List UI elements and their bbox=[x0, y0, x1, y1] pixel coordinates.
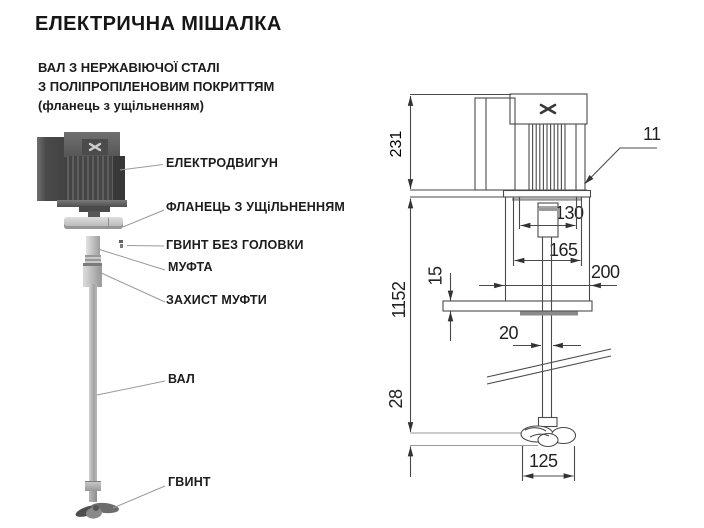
dim-shaft-diameter: 20 bbox=[499, 323, 519, 343]
photo-motor-base bbox=[57, 200, 127, 207]
photo-motor-fins bbox=[67, 156, 114, 201]
drawing-flange bbox=[502, 189, 592, 201]
drawing-motor bbox=[474, 93, 588, 191]
drawing-break-lines bbox=[486, 348, 612, 385]
photo-propeller-collar bbox=[85, 481, 101, 491]
dim-propeller-diameter: 125 bbox=[529, 451, 558, 471]
photo-flange-seam bbox=[108, 218, 109, 228]
brand-logo-icon bbox=[88, 142, 102, 152]
drawing-stand bbox=[504, 197, 591, 301]
photo-coupling-guard bbox=[83, 263, 102, 287]
drawing-mounting-plate bbox=[442, 300, 593, 316]
photo-motor-nameplate bbox=[82, 139, 108, 155]
dim-flange-inner: 165 bbox=[549, 240, 578, 260]
subtitle-line-2: З ПОЛІПРОПІЛЕНОВИМ ПОКРИТТЯМ bbox=[38, 79, 275, 94]
dimension-lines bbox=[407, 96, 657, 479]
page-title: ЕЛЕКТРИЧНА МІШАЛКА bbox=[35, 13, 282, 35]
label-electric-motor: ЕЛЕКТРОДВИГУН bbox=[166, 156, 279, 170]
photo-shaft bbox=[89, 284, 97, 481]
label-coupling-guard: ЗАХИСТ МУФТИ bbox=[166, 293, 267, 307]
dim-flange-outer: 200 bbox=[591, 262, 620, 282]
label-shaft: ВАЛ bbox=[168, 372, 195, 386]
label-propeller: ГВИНТ bbox=[168, 475, 211, 489]
drawing-propeller bbox=[520, 416, 577, 481]
subtitle-line-3: (фланець з ущільненням) bbox=[38, 98, 204, 113]
brand-logo-icon bbox=[539, 103, 557, 115]
photo-motor-side-panel bbox=[113, 156, 125, 202]
dimension-drawing bbox=[407, 93, 657, 481]
photo-set-screw bbox=[119, 240, 123, 243]
label-flange-with-seal: ФЛАНЕЦЬ З УЩіЛЬНЕННЯМ bbox=[166, 200, 346, 214]
extension-lines bbox=[410, 93, 538, 447]
subtitle-line-1: ВАЛ З НЕРЖАВІЮЧОЇ СТАЛІ bbox=[38, 60, 220, 75]
photo-motor-shaft-stub bbox=[88, 211, 100, 218]
photo-coupling-rings bbox=[85, 255, 101, 264]
photo-propeller-stub bbox=[89, 491, 97, 502]
photo-set-screw-tip bbox=[120, 244, 123, 248]
dim-flange-ref: 11 bbox=[643, 124, 661, 144]
label-coupling: МУФТА bbox=[168, 260, 213, 274]
drawing-coupling bbox=[537, 202, 559, 238]
photo-motor-terminal-box bbox=[37, 137, 67, 201]
photo-propeller bbox=[75, 502, 119, 519]
drawing-shaft bbox=[541, 237, 553, 418]
label-headless-screw: ГВИНТ БЕЗ ГОЛОВКИ bbox=[166, 238, 304, 252]
leader-lines bbox=[96, 164, 166, 509]
photo-motor-base-lower bbox=[79, 206, 110, 212]
photo-coupling bbox=[86, 236, 100, 256]
